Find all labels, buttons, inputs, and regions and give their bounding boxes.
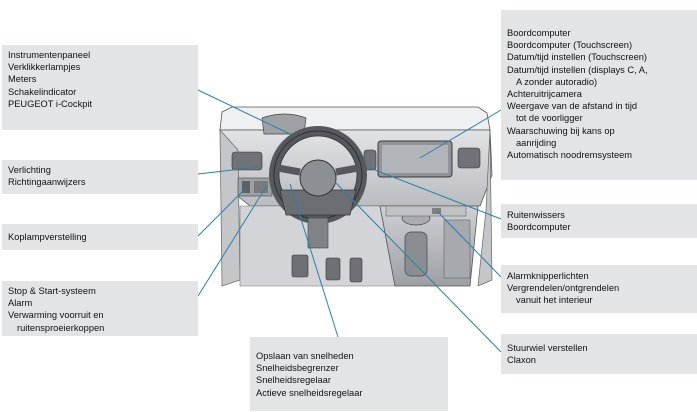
car-interior — [219, 106, 493, 287]
callout-steering-wheel: Stuurwiel verstellen Claxon — [501, 334, 697, 374]
label-aanrijding: aanrijding — [516, 137, 557, 148]
label-meters: Meters — [8, 74, 37, 85]
label-ruitensproeierkoppen: ruitensproeierkoppen — [17, 322, 105, 333]
label-koplampverstelling: Koplampverstelling — [8, 232, 87, 242]
label-tot-de-voorligger: tot de voorligger — [516, 113, 583, 124]
leader-line-lights — [197, 166, 259, 175]
leader-line-instruments — [197, 89, 291, 135]
callout-headlamp-adjust: Koplampverstelling — [2, 224, 198, 250]
callout-stop-start: Stop & Start-systeem Alarm Verwarming vo… — [2, 281, 198, 336]
label-boordcomputer: Boordcomputer — [507, 28, 571, 38]
label-stop-start: Stop & Start-systeem — [8, 286, 96, 296]
leader-line-wipers — [369, 167, 502, 220]
callout-speed: Opslaan van snelheden Snelheidsbegrenzer… — [250, 337, 448, 411]
leader-line-screen — [419, 109, 502, 159]
label-verklikkerlampjes: Verklikkerlampjes — [8, 62, 81, 73]
callout-board-computer: Boordcomputer Boordcomputer (Touchscreen… — [501, 10, 697, 180]
label-vanuit-interieur: vanuit het interieur — [516, 295, 593, 306]
callout-hazard-lights: Alarmknipperlichten Vergrendelen/ontgren… — [501, 265, 697, 313]
label-vergrendelen: Vergrendelen/ontgrendelen — [507, 283, 620, 294]
label-zonder-autoradio: A zonder autoradio) — [516, 76, 598, 87]
label-achteruitrijcamera: Achteruitrijcamera — [507, 89, 582, 100]
label-actieve-snelheidsregelaar: Actieve snelheidsregelaar — [256, 387, 363, 398]
label-snelheidsregelaar: Snelheidsregelaar — [256, 375, 331, 386]
label-alarm: Alarm — [8, 298, 33, 309]
label-verwarming-voorruit: Verwarming voorruit en — [8, 310, 104, 321]
leader-line-hazard — [436, 210, 502, 278]
label-boordcomputer-touchscreen: Boordcomputer (Touchscreen) — [507, 40, 633, 51]
label-instrumentenpaneel: Instrumentenpaneel — [8, 50, 91, 60]
label-afstand-in-tijd: Weergave van de afstand in tijd — [507, 101, 638, 112]
label-datum-tijd-displays: Datum/tijd instellen (displays C, A, — [507, 64, 648, 75]
label-verlichting: Verlichting — [8, 165, 51, 175]
label-stuurwiel-verstellen: Stuurwiel verstellen — [507, 343, 588, 353]
label-i-cockpit: PEUGEOT i-Cockpit — [8, 98, 93, 109]
label-schakelindicator: Schakelindicator — [8, 86, 77, 97]
leader-line-stopstart — [197, 186, 267, 297]
leader-line-wheel — [334, 181, 502, 353]
label-datum-tijd-touchscreen: Datum/tijd instellen (Touchscreen) — [507, 52, 648, 63]
callout-instrument-panel: Instrumentenpaneel Verklikkerlampjes Met… — [2, 45, 198, 130]
label-richtingaanwijzers: Richtingaanwijzers — [8, 177, 86, 188]
leader-lines — [197, 89, 502, 353]
callout-wipers: Ruitenwissers Boordcomputer — [501, 204, 697, 238]
label-snelheidsbegrenzer: Snelheidsbegrenzer — [256, 363, 339, 374]
leader-line-headlamp — [197, 187, 247, 237]
label-alarmknipperlichten: Alarmknipperlichten — [507, 271, 589, 281]
leader-line-speed — [289, 183, 339, 338]
callout-lighting: Verlichting Richtingaanwijzers — [2, 160, 198, 194]
label-waarschuwing: Waarschuwing bij kans op — [507, 125, 615, 136]
label-boordcomputer-2: Boordcomputer — [507, 222, 571, 233]
label-noodremsysteem: Automatisch noodremsysteem — [507, 150, 633, 161]
label-opslaan-snelheden: Opslaan van snelheden — [256, 351, 354, 361]
label-ruitenwissers: Ruitenwissers — [507, 210, 565, 220]
label-claxon: Claxon — [507, 355, 536, 366]
